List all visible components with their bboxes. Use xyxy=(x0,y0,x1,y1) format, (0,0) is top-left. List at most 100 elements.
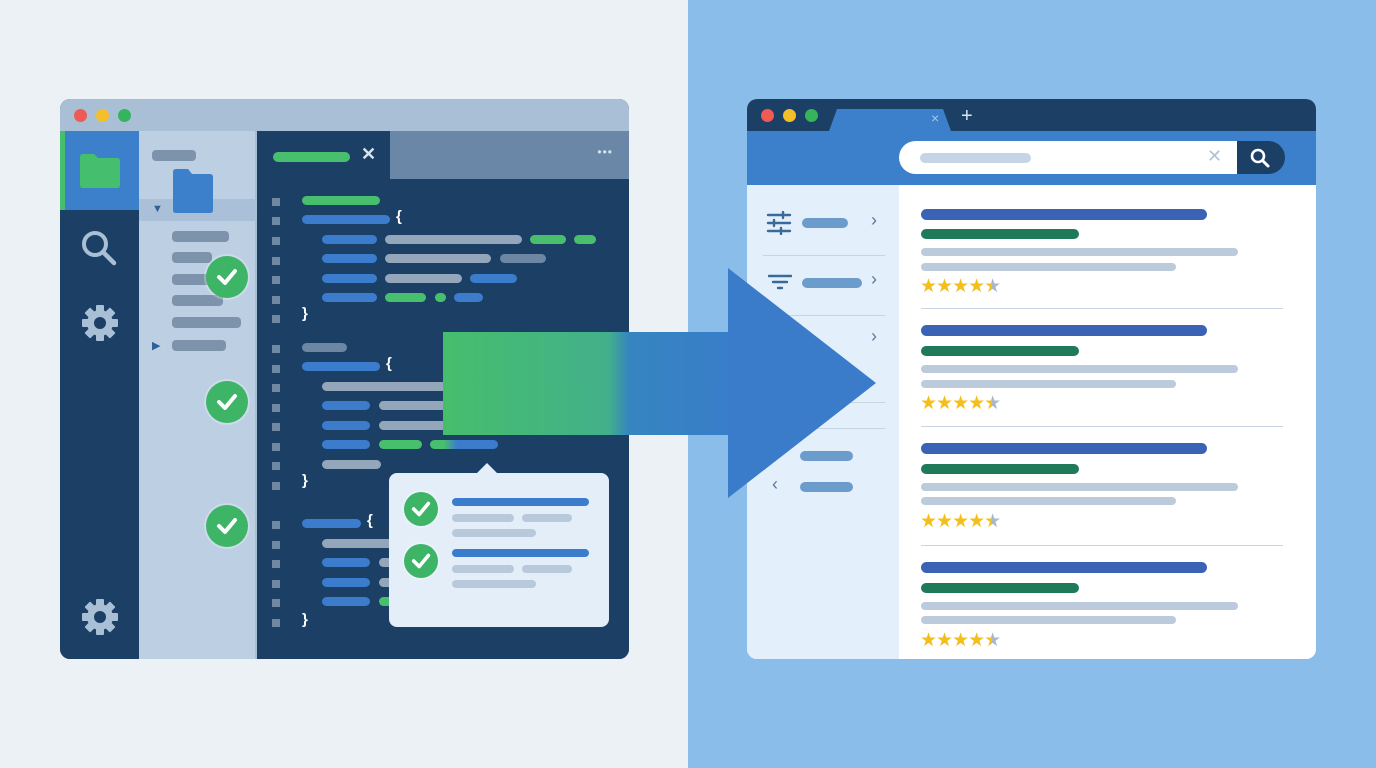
browser-toolbar: ✕ xyxy=(747,131,1316,185)
transition-arrow-head-icon xyxy=(728,268,876,498)
star-icon: ★★★★ xyxy=(920,276,985,297)
result-url xyxy=(921,229,1079,239)
half-star-icon: ★ xyxy=(984,276,1001,297)
check-circle-icon xyxy=(404,544,438,578)
new-tab-icon[interactable]: + xyxy=(961,105,973,127)
search-button[interactable] xyxy=(1237,141,1285,174)
tree-item[interactable] xyxy=(172,252,212,263)
search-icon xyxy=(1250,148,1270,168)
code-token xyxy=(322,558,370,567)
close-brace: } xyxy=(302,305,308,322)
gutter-marker xyxy=(272,541,280,549)
tab-active-file[interactable]: ✕ xyxy=(257,131,390,179)
code-token xyxy=(322,382,452,391)
check-circle-icon xyxy=(404,492,438,526)
result-snippet xyxy=(921,380,1176,388)
gutter-marker xyxy=(272,560,280,568)
star-rating: ★★★★★ xyxy=(920,276,1001,297)
result-url xyxy=(921,583,1079,593)
browser-tab[interactable] xyxy=(829,109,951,131)
gutter-marker xyxy=(272,599,280,607)
code-token xyxy=(302,215,390,224)
tab-strip: ✕ ••• xyxy=(257,131,629,179)
open-brace: { xyxy=(367,512,373,529)
search-input[interactable]: ✕ xyxy=(899,141,1237,174)
search-icon[interactable] xyxy=(80,229,118,267)
gutter-marker xyxy=(272,619,280,627)
maximize-window-button[interactable] xyxy=(805,109,818,122)
result-title[interactable] xyxy=(921,443,1207,454)
gutter-marker xyxy=(272,257,280,265)
tree-item[interactable] xyxy=(172,231,229,242)
popup-item-detail xyxy=(452,529,536,537)
code-token xyxy=(435,293,446,302)
gutter-marker xyxy=(272,462,280,470)
half-star-icon: ★ xyxy=(984,511,1001,532)
tree-root-label[interactable] xyxy=(152,150,196,161)
tree-item[interactable] xyxy=(172,317,241,328)
result-snippet xyxy=(921,616,1176,624)
maximize-window-button[interactable] xyxy=(118,109,131,122)
check-circle-icon xyxy=(206,505,248,547)
gutter-marker xyxy=(272,423,280,431)
folder-icon xyxy=(80,154,120,188)
validation-popup xyxy=(389,463,609,627)
half-star-icon: ★ xyxy=(984,393,1001,414)
code-token xyxy=(385,254,491,263)
check-circle-icon xyxy=(206,381,248,423)
browser-titlebar: × + xyxy=(747,99,1316,131)
gutter-marker xyxy=(272,443,280,451)
settings-gear-icon[interactable] xyxy=(80,597,120,637)
code-token xyxy=(302,196,380,205)
tab-title xyxy=(273,152,350,162)
gutter-marker xyxy=(272,296,280,304)
code-token xyxy=(322,539,402,548)
explorer-button[interactable] xyxy=(60,131,139,210)
transition-arrow-shaft xyxy=(443,332,743,435)
collapsed-marker-icon[interactable]: ▶ xyxy=(152,340,161,352)
result-snippet xyxy=(921,365,1238,373)
code-token xyxy=(302,362,380,371)
code-token xyxy=(385,235,522,244)
popup-item-title xyxy=(452,498,589,506)
close-window-button[interactable] xyxy=(761,109,774,122)
code-token xyxy=(385,274,462,283)
minimize-window-button[interactable] xyxy=(96,109,109,122)
result-url xyxy=(921,464,1079,474)
gutter-marker xyxy=(272,384,280,392)
open-brace: { xyxy=(386,355,392,372)
code-token xyxy=(322,578,370,587)
close-tab-icon[interactable]: × xyxy=(931,110,940,126)
expanded-marker-icon[interactable]: ▼ xyxy=(152,203,163,215)
result-title[interactable] xyxy=(921,562,1207,573)
code-token xyxy=(500,254,546,263)
minimize-window-button[interactable] xyxy=(783,109,796,122)
star-icon: ★★★★ xyxy=(920,511,985,532)
close-tab-icon[interactable]: ✕ xyxy=(361,144,377,164)
popup-item-detail xyxy=(452,565,514,573)
result-snippet xyxy=(921,497,1176,505)
result-snippet xyxy=(921,483,1238,491)
result-title[interactable] xyxy=(921,325,1207,336)
close-brace: } xyxy=(302,472,308,489)
result-title[interactable] xyxy=(921,209,1207,220)
code-token xyxy=(322,421,370,430)
tree-item[interactable] xyxy=(172,340,226,351)
activity-bar xyxy=(60,131,139,659)
gear-icon[interactable] xyxy=(80,303,120,343)
clear-search-icon[interactable]: ✕ xyxy=(1207,146,1223,166)
popup-item-detail xyxy=(452,580,536,588)
star-icon: ★★★★ xyxy=(920,630,985,651)
star-icon: ★★★★ xyxy=(920,393,985,414)
gutter-marker xyxy=(272,580,280,588)
code-token xyxy=(322,440,370,449)
tree-item[interactable] xyxy=(172,295,223,306)
close-window-button[interactable] xyxy=(74,109,87,122)
half-star-icon: ★ xyxy=(984,630,1001,651)
star-rating: ★★★★★ xyxy=(920,393,1001,414)
tree-item[interactable] xyxy=(172,274,212,285)
popup-item-detail xyxy=(452,514,514,522)
code-token xyxy=(322,293,377,302)
gutter-marker xyxy=(272,365,280,373)
more-options-icon[interactable]: ••• xyxy=(597,145,613,159)
